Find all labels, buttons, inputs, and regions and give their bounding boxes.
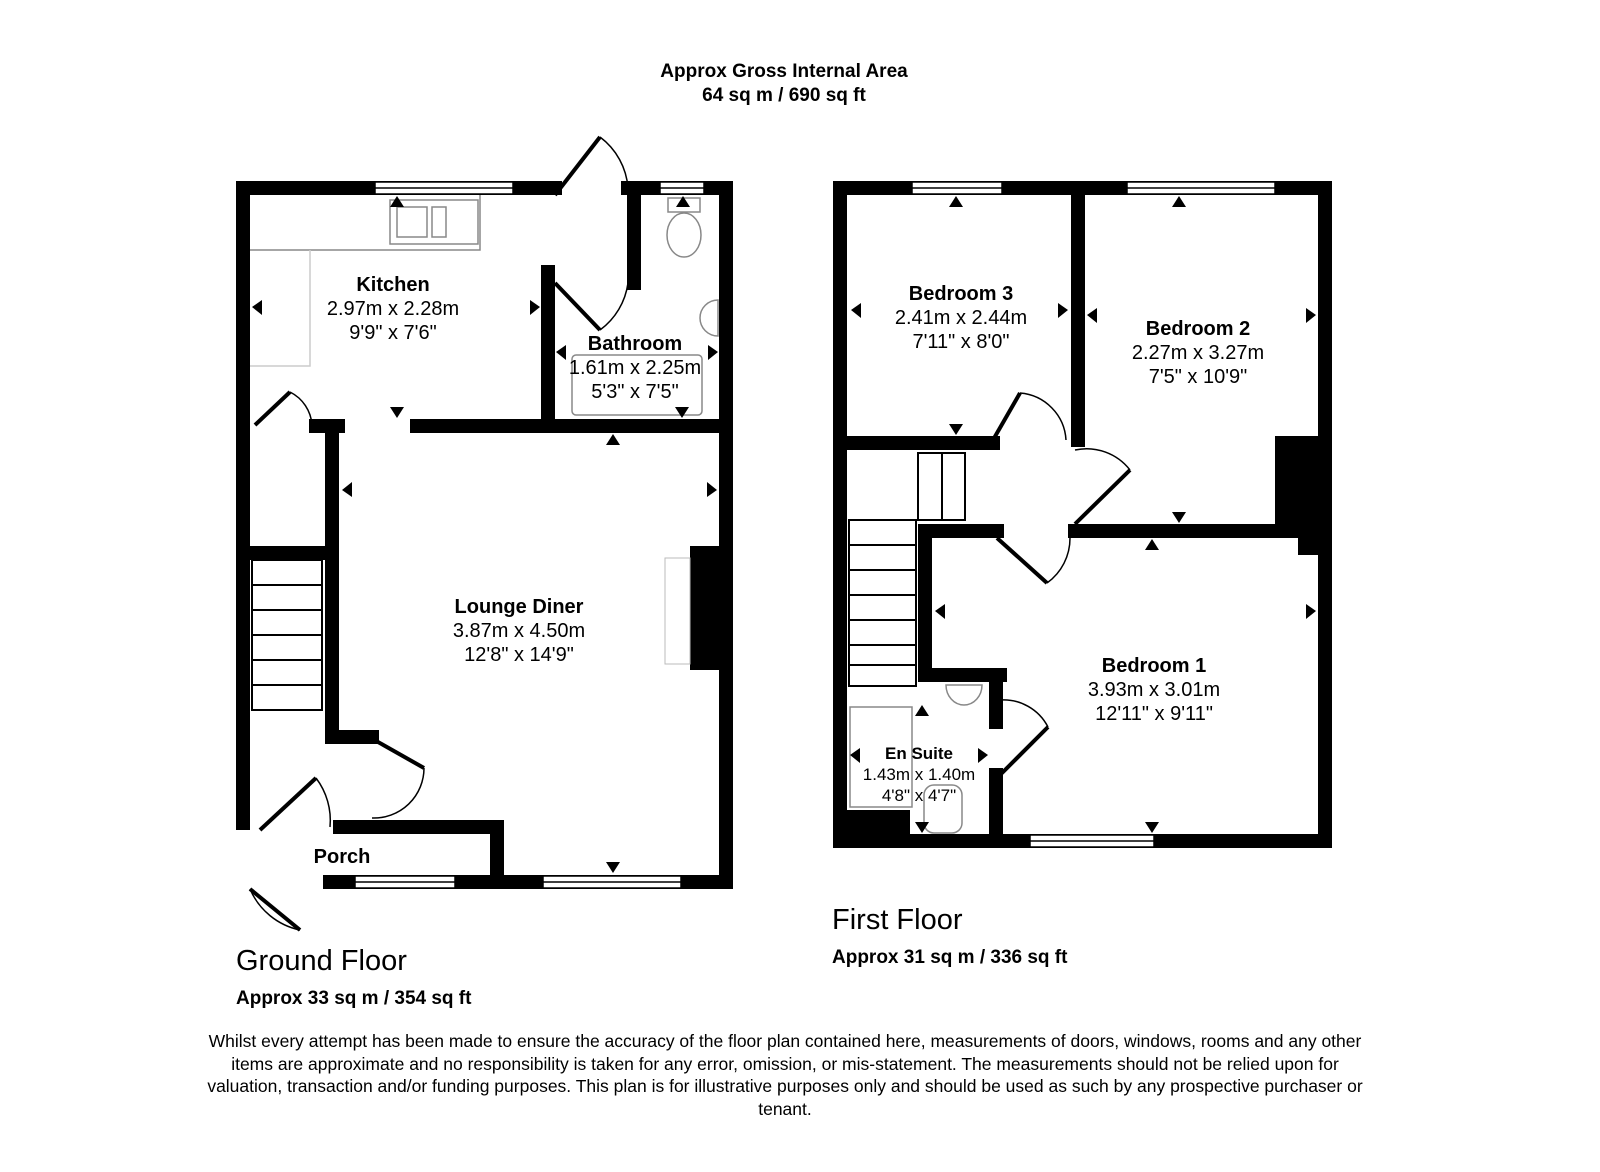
room-name: En Suite: [884, 744, 954, 763]
room-name: Bedroom 2: [1145, 318, 1251, 340]
ground-floor-label: Ground Floor: [236, 945, 407, 977]
room-name: Bedroom 1: [1101, 655, 1207, 677]
first-floor-area: Approx 31 sq m / 336 sq ft: [832, 947, 1068, 968]
room-name: Kitchen: [356, 274, 430, 296]
first-windows: [911, 181, 1276, 848]
room-metric: 2.41m x 2.44m: [894, 307, 1028, 329]
room-imperial: 5'3" x 7'5": [591, 381, 679, 403]
first-floor-label: First Floor: [832, 904, 963, 936]
first-doors: [991, 392, 1132, 777]
gross-area-value: 64 sq m / 690 sq ft: [702, 85, 866, 106]
first-fixtures: [849, 684, 983, 834]
room-lounge-diner: Lounge Diner 3.87m x 4.50m 12'8" x 14'9": [453, 595, 585, 667]
room-name: Porch: [313, 846, 371, 868]
ground-windows: [354, 181, 705, 889]
room-name: Lounge Diner: [454, 596, 584, 618]
room-metric: 3.93m x 3.01m: [1087, 679, 1221, 701]
room-metric: 2.97m x 2.28m: [326, 298, 460, 320]
room-imperial: 12'8" x 14'9": [464, 644, 574, 666]
dimension-arrows: [252, 196, 1316, 873]
stairs-ground: [251, 559, 323, 711]
room-metric: 1.43m x 1.40m: [862, 765, 976, 784]
room-name: Bedroom 3: [908, 283, 1014, 305]
room-bedroom-1: Bedroom 1 3.93m x 3.01m 12'11" x 9'11": [1088, 654, 1220, 726]
chimney-breast-first: [1275, 436, 1325, 532]
ensuite-block: [840, 810, 910, 848]
ground-floor-area: Approx 33 sq m / 354 sq ft: [236, 988, 472, 1009]
room-imperial: 7'11" x 8'0": [912, 331, 1010, 353]
chimney-step: [1298, 530, 1325, 555]
stairs-first: [848, 452, 966, 687]
room-metric: 2.27m x 3.27m: [1131, 342, 1265, 364]
room-en-suite: En Suite 1.43m x 1.40m 4'8" x 4'7": [863, 743, 975, 806]
chimney-breast: [690, 546, 726, 670]
room-metric: 3.87m x 4.50m: [452, 620, 586, 642]
ground-doors: [248, 135, 629, 932]
gross-area-header: Approx Gross Internal Area 64 sq m / 690…: [660, 60, 907, 108]
room-imperial: 9'9" x 7'6": [349, 322, 437, 344]
first-floor-walls: [833, 181, 1332, 848]
room-bathroom: Bathroom 1.61m x 2.25m 5'3" x 7'5": [569, 332, 701, 404]
room-porch: Porch: [314, 845, 371, 869]
room-imperial: 12'11" x 9'11": [1095, 703, 1213, 725]
fireplace: [664, 557, 691, 665]
room-name: Bathroom: [587, 333, 683, 355]
room-bedroom-3: Bedroom 3 2.41m x 2.44m 7'11" x 8'0": [895, 282, 1027, 354]
room-metric: 1.61m x 2.25m: [568, 357, 702, 379]
disclaimer: Whilst every attempt has been made to en…: [207, 1031, 1363, 1119]
room-kitchen: Kitchen 2.97m x 2.28m 9'9" x 7'6": [327, 273, 459, 345]
room-imperial: 7'5" x 10'9": [1148, 366, 1248, 388]
gross-area-title: Approx Gross Internal Area: [660, 61, 908, 82]
room-imperial: 4'8" x 4'7": [881, 786, 957, 805]
room-bedroom-2: Bedroom 2 2.27m x 3.27m 7'5" x 10'9": [1132, 317, 1264, 389]
ground-fixtures: [250, 195, 719, 416]
